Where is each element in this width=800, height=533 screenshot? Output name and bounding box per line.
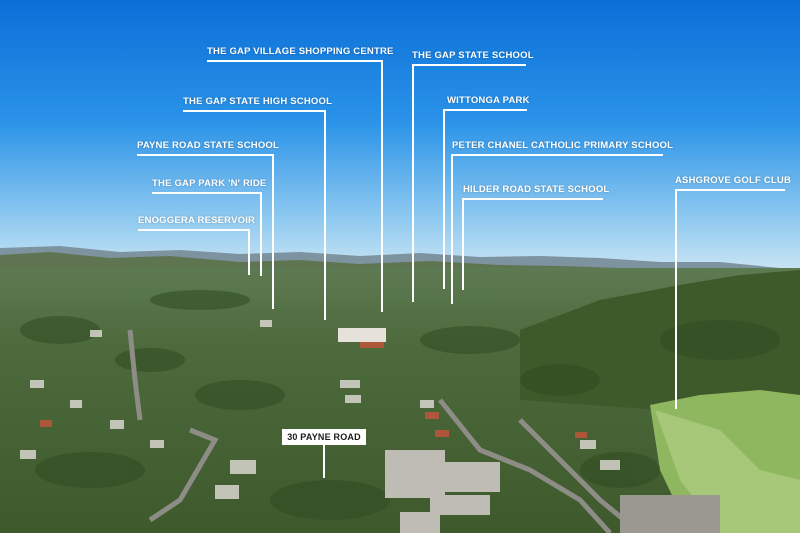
label-payne-road-school: PAYNE ROAD STATE SCHOOL [137,140,280,151]
label-ashgrove-golf: ASHGROVE GOLF CLUB [675,175,792,186]
label-state-high: THE GAP STATE HIGH SCHOOL [183,96,333,107]
label-park-n-ride: THE GAP PARK 'N' RIDE [152,178,267,189]
label-state-school: THE GAP STATE SCHOOL [412,50,534,61]
commercial-block [385,450,500,533]
underline-wittonga [443,109,527,111]
shopping-centre [338,328,386,342]
underline-payne-road-school [137,154,274,156]
address-tag: 30 PAYNE ROAD [282,429,366,445]
label-hilder-road: HILDER ROAD STATE SCHOOL [463,184,610,195]
leader-ashgrove-golf [675,189,677,409]
underline-peter-chanel [451,154,663,156]
underline-state-school [412,64,526,66]
label-wittonga: WITTONGA PARK [447,95,530,106]
leader-park-n-ride [260,192,262,276]
underline-enoggera [138,229,250,231]
leader-wittonga [443,109,445,289]
underline-village-shopping [207,60,382,62]
leader-peter-chanel [451,154,453,304]
roads [127,329,642,533]
underline-park-n-ride [152,192,262,194]
houses [20,320,620,499]
underline-state-high [183,110,326,112]
underline-ashgrove-golf [675,189,785,191]
underline-hilder-road [462,198,603,200]
label-peter-chanel: PETER CHANEL CATHOLIC PRIMARY SCHOOL [452,140,674,151]
label-village-shopping: THE GAP VILLAGE SHOPPING CENTRE [207,46,394,57]
leader-state-school [412,64,414,302]
leader-village-shopping [381,60,383,312]
golf-green [655,410,800,533]
roofs-red [40,340,587,438]
leader-payne-road-school [272,154,274,309]
car-park [620,495,720,533]
leader-hilder-road [462,198,464,290]
address-leader [323,445,325,478]
sky [0,0,800,270]
leader-state-high [324,110,326,320]
label-enoggera: ENOGGERA RESERVOIR [138,215,256,226]
leader-enoggera [248,229,250,275]
